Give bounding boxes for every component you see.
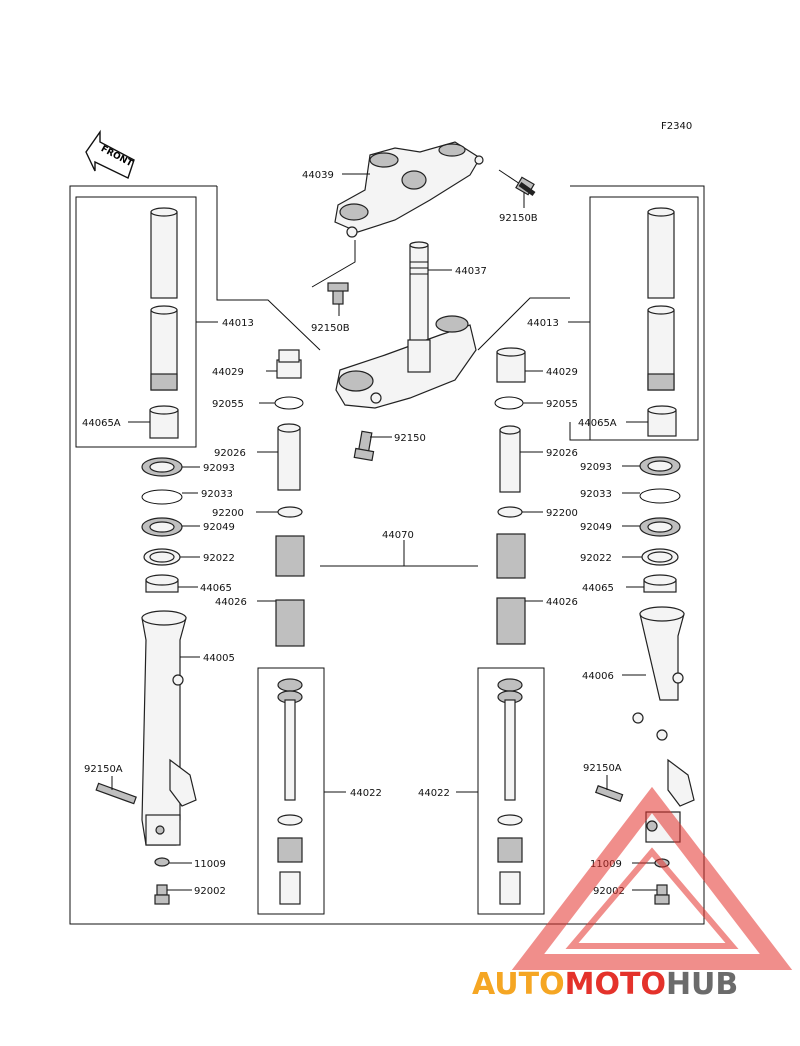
callout-44037: 44037 <box>455 266 487 277</box>
left-fork-stack <box>95 207 197 905</box>
steering-stem <box>409 241 429 356</box>
bolt-92150 <box>353 430 375 462</box>
callout-92200-left: 92200 <box>212 508 244 519</box>
left-internals <box>274 349 305 647</box>
watermark-logo: AUTOMOTOHUB <box>472 786 793 1002</box>
left-damper-box <box>257 667 325 915</box>
callout-92022-left: 92022 <box>203 553 235 564</box>
watermark-part-moto: MOTO <box>565 967 666 1002</box>
watermark-text: AUTOMOTOHUB <box>472 967 738 1002</box>
watermark-part-hub: HUB <box>666 967 738 1002</box>
leader-lines <box>111 173 657 891</box>
watermark-part-auto: AUTO <box>472 967 565 1002</box>
callout-44070: 44070 <box>382 530 414 541</box>
bolt-92150b-top <box>498 169 536 197</box>
right-damper <box>497 678 523 905</box>
callout-44065-right: 44065 <box>582 583 614 594</box>
assembly-frame <box>69 185 705 925</box>
front-arrow-icon: FRONT <box>85 129 135 179</box>
callout-44039: 44039 <box>302 170 334 181</box>
bolt-92150b-mid <box>327 282 349 305</box>
callout-92049-left: 92049 <box>203 522 235 533</box>
callout-44029-left: 44029 <box>212 367 244 378</box>
callout-92049-right: 92049 <box>580 522 612 533</box>
leader-right-diagonal <box>477 297 570 351</box>
figure-code: F2340 <box>661 121 692 132</box>
callout-92055-left: 92055 <box>212 399 244 410</box>
callout-44022-left: 44022 <box>350 788 382 799</box>
callout-92150: 92150 <box>394 433 426 444</box>
callout-92200-right: 92200 <box>546 508 578 519</box>
callout-44013-right: 44013 <box>527 318 559 329</box>
callout-labels: 44039 92150B 44037 92150B 44013 44013 44… <box>82 170 625 897</box>
callout-92150a-left: 92150A <box>84 764 123 775</box>
callout-92026-right: 92026 <box>546 448 578 459</box>
lower-bracket <box>335 315 477 409</box>
callout-44065-left: 44065 <box>200 583 232 594</box>
callout-92002-left: 92002 <box>194 886 226 897</box>
callout-44013-left: 44013 <box>222 318 254 329</box>
upper-bracket <box>334 141 484 238</box>
callout-44022-right: 44022 <box>418 788 450 799</box>
right-internals <box>494 347 526 645</box>
left-damper <box>277 678 303 905</box>
right-outer-tube-box <box>589 196 699 441</box>
callout-44005: 44005 <box>203 653 235 664</box>
callout-92150b-top: 92150B <box>499 213 538 224</box>
callout-92093-right: 92093 <box>580 462 612 473</box>
callout-92026-left: 92026 <box>214 448 246 459</box>
callout-92033-left: 92033 <box>201 489 233 500</box>
callout-92002-right: 92002 <box>593 886 625 897</box>
callout-44026-left: 44026 <box>215 597 247 608</box>
callout-44029-right: 44029 <box>546 367 578 378</box>
callout-92022-right: 92022 <box>580 553 612 564</box>
callout-44006: 44006 <box>582 671 614 682</box>
leader-left-diagonal <box>216 186 321 351</box>
callout-44026-right: 44026 <box>546 597 578 608</box>
callout-92093-left: 92093 <box>203 463 235 474</box>
callout-11009-left: 11009 <box>194 859 226 870</box>
callout-44065a-left: 44065A <box>82 418 121 429</box>
callout-92055-right: 92055 <box>546 399 578 410</box>
callout-92150b-mid: 92150B <box>311 323 350 334</box>
right-damper-box <box>477 667 545 915</box>
callout-92150a-right: 92150A <box>583 763 622 774</box>
callout-92033-right: 92033 <box>580 489 612 500</box>
callout-44065a-right: 44065A <box>578 418 617 429</box>
